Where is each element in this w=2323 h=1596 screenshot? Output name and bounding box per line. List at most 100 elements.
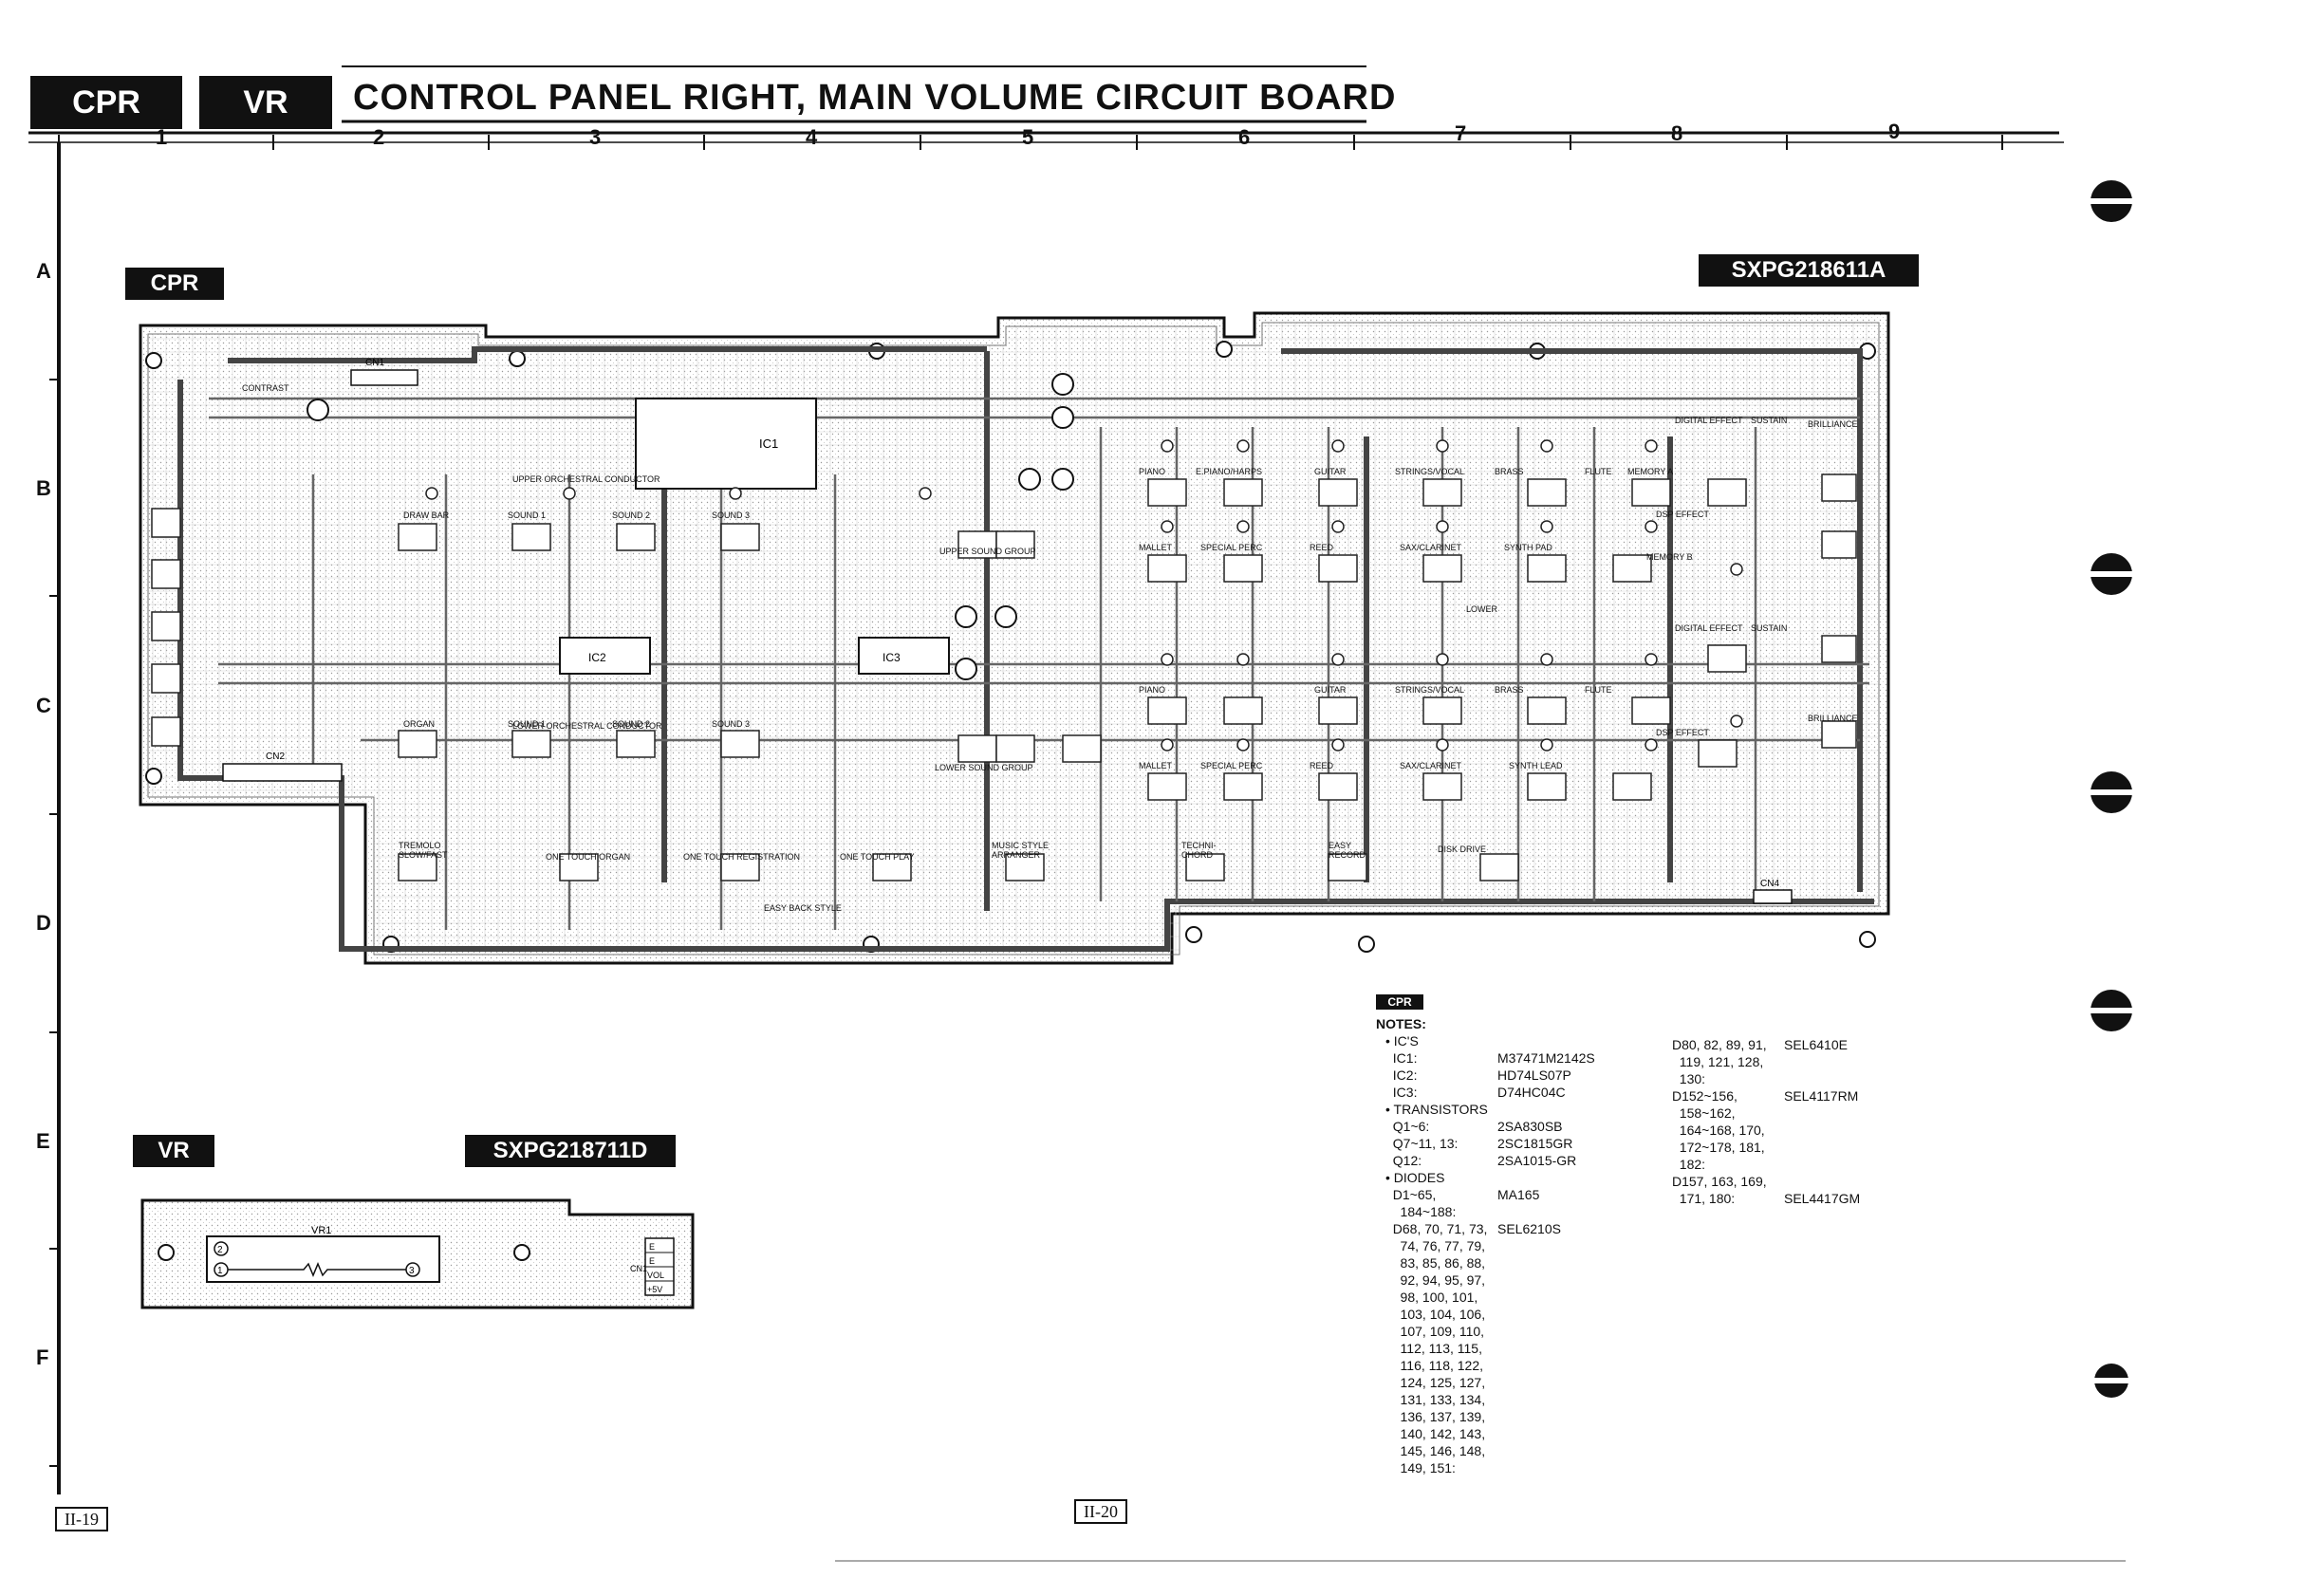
flute-top-label: FLUTE xyxy=(1585,467,1612,476)
notes-row: 116, 118, 122, xyxy=(1385,1357,1595,1374)
piano-bottom-label: PIANO xyxy=(1139,685,1165,695)
mallet-bottom-label: MALLET xyxy=(1139,761,1173,770)
notes-label: 83, 85, 86, 88, xyxy=(1385,1255,1486,1271)
notes-row: D152~156,SEL4117RM xyxy=(1672,1087,1860,1104)
notes-heading: NOTES: xyxy=(1376,1016,1426,1031)
notes-label: 112, 113, 115, xyxy=(1385,1341,1482,1356)
vr-mounting-hole-left xyxy=(158,1244,175,1261)
notes-label: 182: xyxy=(1672,1157,1706,1172)
notes-row: 158~162, xyxy=(1672,1104,1860,1122)
notes-row: IC2:HD74LS07P xyxy=(1385,1067,1595,1084)
ic2-label: IC2 xyxy=(588,651,606,664)
notes-value: MA165 xyxy=(1497,1187,1540,1202)
col-4: 4 xyxy=(806,125,818,149)
ic3-label: IC3 xyxy=(883,651,901,664)
ic1-chip: IC1 xyxy=(635,398,817,490)
notes-label: 74, 76, 77, 79, xyxy=(1385,1238,1486,1253)
dsp-effect-top-label: DSP EFFECT xyxy=(1656,510,1709,519)
synth-pad-label: SYNTH PAD xyxy=(1504,543,1552,552)
brass-bottom-label: BRASS xyxy=(1495,685,1524,695)
vr-pin-5v: +5V xyxy=(647,1285,662,1294)
notes-row: 149, 151: xyxy=(1385,1459,1595,1476)
notes-label: 131, 133, 134, xyxy=(1385,1392,1486,1407)
notes-row: D80, 82, 89, 91,SEL6410E xyxy=(1672,1036,1860,1053)
vr1-terminal-3: 3 xyxy=(409,1266,415,1276)
sound2-bottom-label: SOUND 2 xyxy=(612,719,650,729)
vr-board-tag: VR xyxy=(133,1135,214,1167)
vr-mounting-hole-right xyxy=(513,1244,530,1261)
special-perc-bottom-label: SPECIAL PERC xyxy=(1200,761,1263,770)
cn4-label: CN4 xyxy=(1760,879,1779,889)
notes-row: 107, 109, 110, xyxy=(1385,1323,1595,1340)
notes-row: 131, 133, 134, xyxy=(1385,1391,1595,1408)
notes-value: D74HC04C xyxy=(1497,1085,1566,1100)
piano-top-label: PIANO xyxy=(1139,467,1165,476)
sound3-top-label: SOUND 3 xyxy=(712,510,750,520)
notes-row: 145, 146, 148, xyxy=(1385,1442,1595,1459)
notes-value: SEL6210S xyxy=(1497,1221,1561,1236)
notes-row: 130: xyxy=(1672,1070,1860,1087)
notes-label: D152~156, xyxy=(1672,1088,1738,1104)
lower-label: LOWER xyxy=(1466,604,1498,614)
strings-vocal-bottom-label: STRINGS/VOCAL xyxy=(1395,685,1464,695)
upper-orchestral-label: UPPER ORCHESTRAL CONDUCTOR xyxy=(512,474,660,484)
col-1: 1 xyxy=(156,125,168,149)
notes-row: 184~188: xyxy=(1385,1203,1595,1220)
ic3-chip: IC3 xyxy=(858,637,950,675)
col-8: 8 xyxy=(1671,121,1683,145)
reed-top-label: REED xyxy=(1310,543,1334,552)
mallet-top-label: MALLET xyxy=(1139,543,1173,552)
lower-sound-group-label: LOWER SOUND GROUP xyxy=(935,763,1033,772)
vr-header-tag: VR xyxy=(199,76,332,129)
one-touch-organ-label: ONE TOUCH ORGAN xyxy=(546,852,630,862)
notes-label: D68, 70, 71, 73, xyxy=(1385,1221,1488,1236)
notes-row: 83, 85, 86, 88, xyxy=(1385,1254,1595,1271)
notes-row: 74, 76, 77, 79, xyxy=(1385,1237,1595,1254)
cn2-label: CN2 xyxy=(266,752,285,762)
page-title: CONTROL PANEL RIGHT, MAIN VOLUME CIRCUIT… xyxy=(353,78,1397,118)
vr-part-number: SXPG218711D xyxy=(465,1135,676,1167)
dsp-effect-bottom-label: DSP EFFECT xyxy=(1656,728,1709,737)
signal-traces xyxy=(209,397,1869,930)
contrast-label: CONTRAST xyxy=(242,383,289,393)
vr-pin-vol: VOL xyxy=(647,1271,664,1280)
col-6: 6 xyxy=(1238,125,1251,149)
sound1-top-label: SOUND 1 xyxy=(508,510,546,520)
flute-bottom-label: FLUTE xyxy=(1585,685,1612,695)
sound2-top-label: SOUND 2 xyxy=(612,510,650,520)
notes-value: HD74LS07P xyxy=(1497,1067,1571,1083)
notes-label: 158~162, xyxy=(1672,1105,1736,1121)
notes-row: 171, 180:SEL4417GM xyxy=(1672,1190,1860,1207)
notes-label: • IC'S xyxy=(1385,1033,1419,1049)
notes-label: Q7~11, 13: xyxy=(1385,1136,1459,1151)
row-a: A xyxy=(36,259,51,283)
notes-label: 140, 142, 143, xyxy=(1385,1426,1486,1441)
brass-top-label: BRASS xyxy=(1495,467,1524,476)
cn4-connector: CN4 xyxy=(1753,879,1793,904)
row-e: E xyxy=(36,1129,50,1153)
digital-effect-top-label: DIGITAL EFFECT xyxy=(1675,416,1743,425)
sound1-bottom-label: SOUND 1 xyxy=(508,719,546,729)
notes-label: D1~65, xyxy=(1385,1187,1437,1202)
row-ticks xyxy=(49,379,59,1467)
sustain-bottom-label: SUSTAIN xyxy=(1751,623,1787,633)
notes-label: 124, 125, 127, xyxy=(1385,1375,1486,1390)
notes-label: IC1: xyxy=(1385,1050,1418,1066)
column-ticks xyxy=(58,135,2003,150)
vr-pin-e1: E xyxy=(649,1242,655,1252)
one-touch-registration-label: ONE TOUCH REGISTRATION xyxy=(683,852,800,862)
notes-left-column: • IC'S IC1:M37471M2142S IC2:HD74LS07P IC… xyxy=(1385,1032,1595,1476)
notes-value: 2SC1815GR xyxy=(1497,1136,1573,1151)
notes-label: 164~168, 170, xyxy=(1672,1123,1765,1138)
notes-row: 112, 113, 115, xyxy=(1385,1340,1595,1357)
page-number-left: II-19 xyxy=(55,1507,108,1531)
notes-value: 2SA1015-GR xyxy=(1497,1153,1577,1168)
notes-label: • DIODES xyxy=(1385,1170,1445,1185)
cpr-part-number: SXPG218611A xyxy=(1699,254,1919,287)
notes-label: 145, 146, 148, xyxy=(1385,1443,1486,1458)
notes-label: 92, 94, 95, 97, xyxy=(1385,1272,1486,1288)
notes-label: Q12: xyxy=(1385,1153,1422,1168)
notes-row: • DIODES xyxy=(1385,1169,1595,1186)
binder-holes xyxy=(2088,180,2135,1398)
